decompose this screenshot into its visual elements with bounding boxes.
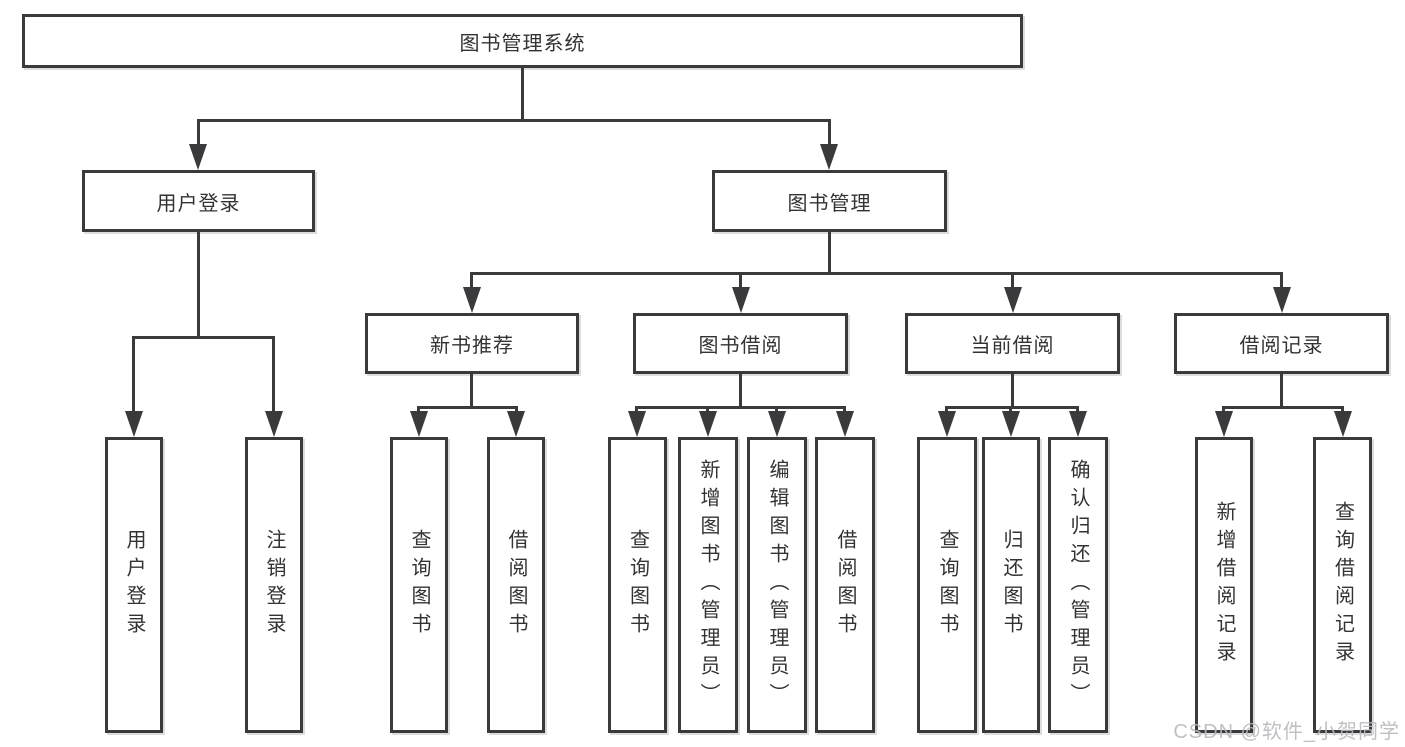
leaf-add-borrow-record: 新增借阅记录 xyxy=(1195,437,1253,733)
connector-groupB-stem xyxy=(470,374,473,406)
connector-groupB-leaf1 xyxy=(417,406,420,414)
connector-user-login-rail xyxy=(133,336,275,339)
leaf-add-books-admin: 新增图书（管理员） xyxy=(678,437,738,733)
leaf-confirm-return-admin: 确认归还（管理员） xyxy=(1048,437,1108,733)
leaf-borrow-books-recommend: 借阅图书 xyxy=(487,437,545,733)
arrowhead-new-book-icon xyxy=(463,287,481,313)
connector-to-current-borrow xyxy=(1011,272,1014,290)
arrowhead-groupD-leaf3-icon xyxy=(1069,411,1087,437)
connector-groupE-rail xyxy=(1222,406,1343,409)
connector-root-stem xyxy=(521,68,524,119)
arrowhead-groupE-leaf2-icon xyxy=(1334,411,1352,437)
connector-to-user-login xyxy=(197,119,200,147)
connector-to-login-leaf xyxy=(132,336,135,414)
arrowhead-groupE-leaf1-icon xyxy=(1215,411,1233,437)
connector-groupC-stem xyxy=(739,374,742,406)
connector-to-logout-leaf xyxy=(272,336,275,414)
arrowhead-groupC-leaf3-icon xyxy=(768,411,786,437)
node-book-borrow: 图书借阅 xyxy=(633,313,848,374)
leaf-query-books-current: 查询图书 xyxy=(917,437,977,733)
connector-to-book-borrow xyxy=(739,272,742,290)
leaf-user-login: 用户登录 xyxy=(105,437,163,733)
connector-groupC-leaf2 xyxy=(706,406,709,414)
connector-groupC-leaf3 xyxy=(775,406,778,414)
leaf-borrow-books: 借阅图书 xyxy=(815,437,875,733)
connector-book-management-stem xyxy=(828,232,831,272)
arrowhead-groupB-leaf2-icon xyxy=(507,411,525,437)
node-library-management-system: 图书管理系统 xyxy=(22,14,1023,68)
connector-groupD-leaf2 xyxy=(1009,406,1012,414)
connector-groupE-leaf1 xyxy=(1222,406,1225,414)
arrowhead-logout-leaf-icon xyxy=(265,411,283,437)
arrowhead-book-management-icon xyxy=(820,144,838,170)
connector-to-new-book xyxy=(470,272,473,290)
arrowhead-login-leaf-icon xyxy=(125,411,143,437)
arrowhead-groupD-leaf2-icon xyxy=(1002,411,1020,437)
node-current-borrow: 当前借阅 xyxy=(905,313,1120,374)
arrowhead-borrow-records-icon xyxy=(1273,287,1291,313)
connector-groupC-rail xyxy=(635,406,846,409)
arrowhead-groupD-leaf1-icon xyxy=(938,411,956,437)
connector-groupB-rail xyxy=(417,406,517,409)
connector-groupD-leaf3 xyxy=(1076,406,1079,414)
node-borrow-records: 借阅记录 xyxy=(1174,313,1389,374)
arrowhead-groupC-leaf1-icon xyxy=(628,411,646,437)
arrowhead-current-borrow-icon xyxy=(1004,287,1022,313)
connector-groupE-leaf2 xyxy=(1341,406,1344,414)
arrowhead-groupB-leaf1-icon xyxy=(410,411,428,437)
leaf-query-books-recommend: 查询图书 xyxy=(390,437,448,733)
arrowhead-user-login-icon xyxy=(189,144,207,170)
connector-to-book-management xyxy=(828,119,831,147)
leaf-logout: 注销登录 xyxy=(245,437,303,733)
leaf-query-books-borrow: 查询图书 xyxy=(608,437,667,733)
leaf-edit-books-admin: 编辑图书（管理员） xyxy=(747,437,807,733)
node-user-login: 用户登录 xyxy=(82,170,315,232)
connector-groupD-leaf1 xyxy=(945,406,948,414)
arrowhead-groupC-leaf4-icon xyxy=(836,411,854,437)
connector-user-login-stem xyxy=(197,232,200,336)
connector-groupC-leaf4 xyxy=(843,406,846,414)
leaf-query-borrow-record: 查询借阅记录 xyxy=(1313,437,1372,733)
connector-to-borrow-records xyxy=(1280,272,1283,290)
connector-groupC-leaf1 xyxy=(635,406,638,414)
arrowhead-groupC-leaf2-icon xyxy=(699,411,717,437)
node-new-book-recommend: 新书推荐 xyxy=(365,313,579,374)
connector-groupE-stem xyxy=(1280,374,1283,406)
connector-groupB-leaf2 xyxy=(515,406,518,414)
connector-level2-rail xyxy=(197,119,831,122)
node-book-management: 图书管理 xyxy=(712,170,947,232)
leaf-return-books: 归还图书 xyxy=(982,437,1040,733)
connector-level3-rail xyxy=(470,272,1283,275)
connector-groupD-stem xyxy=(1011,374,1014,406)
arrowhead-book-borrow-icon xyxy=(732,287,750,313)
csdn-watermark: CSDN @软件_小贺同学 xyxy=(1173,721,1400,743)
